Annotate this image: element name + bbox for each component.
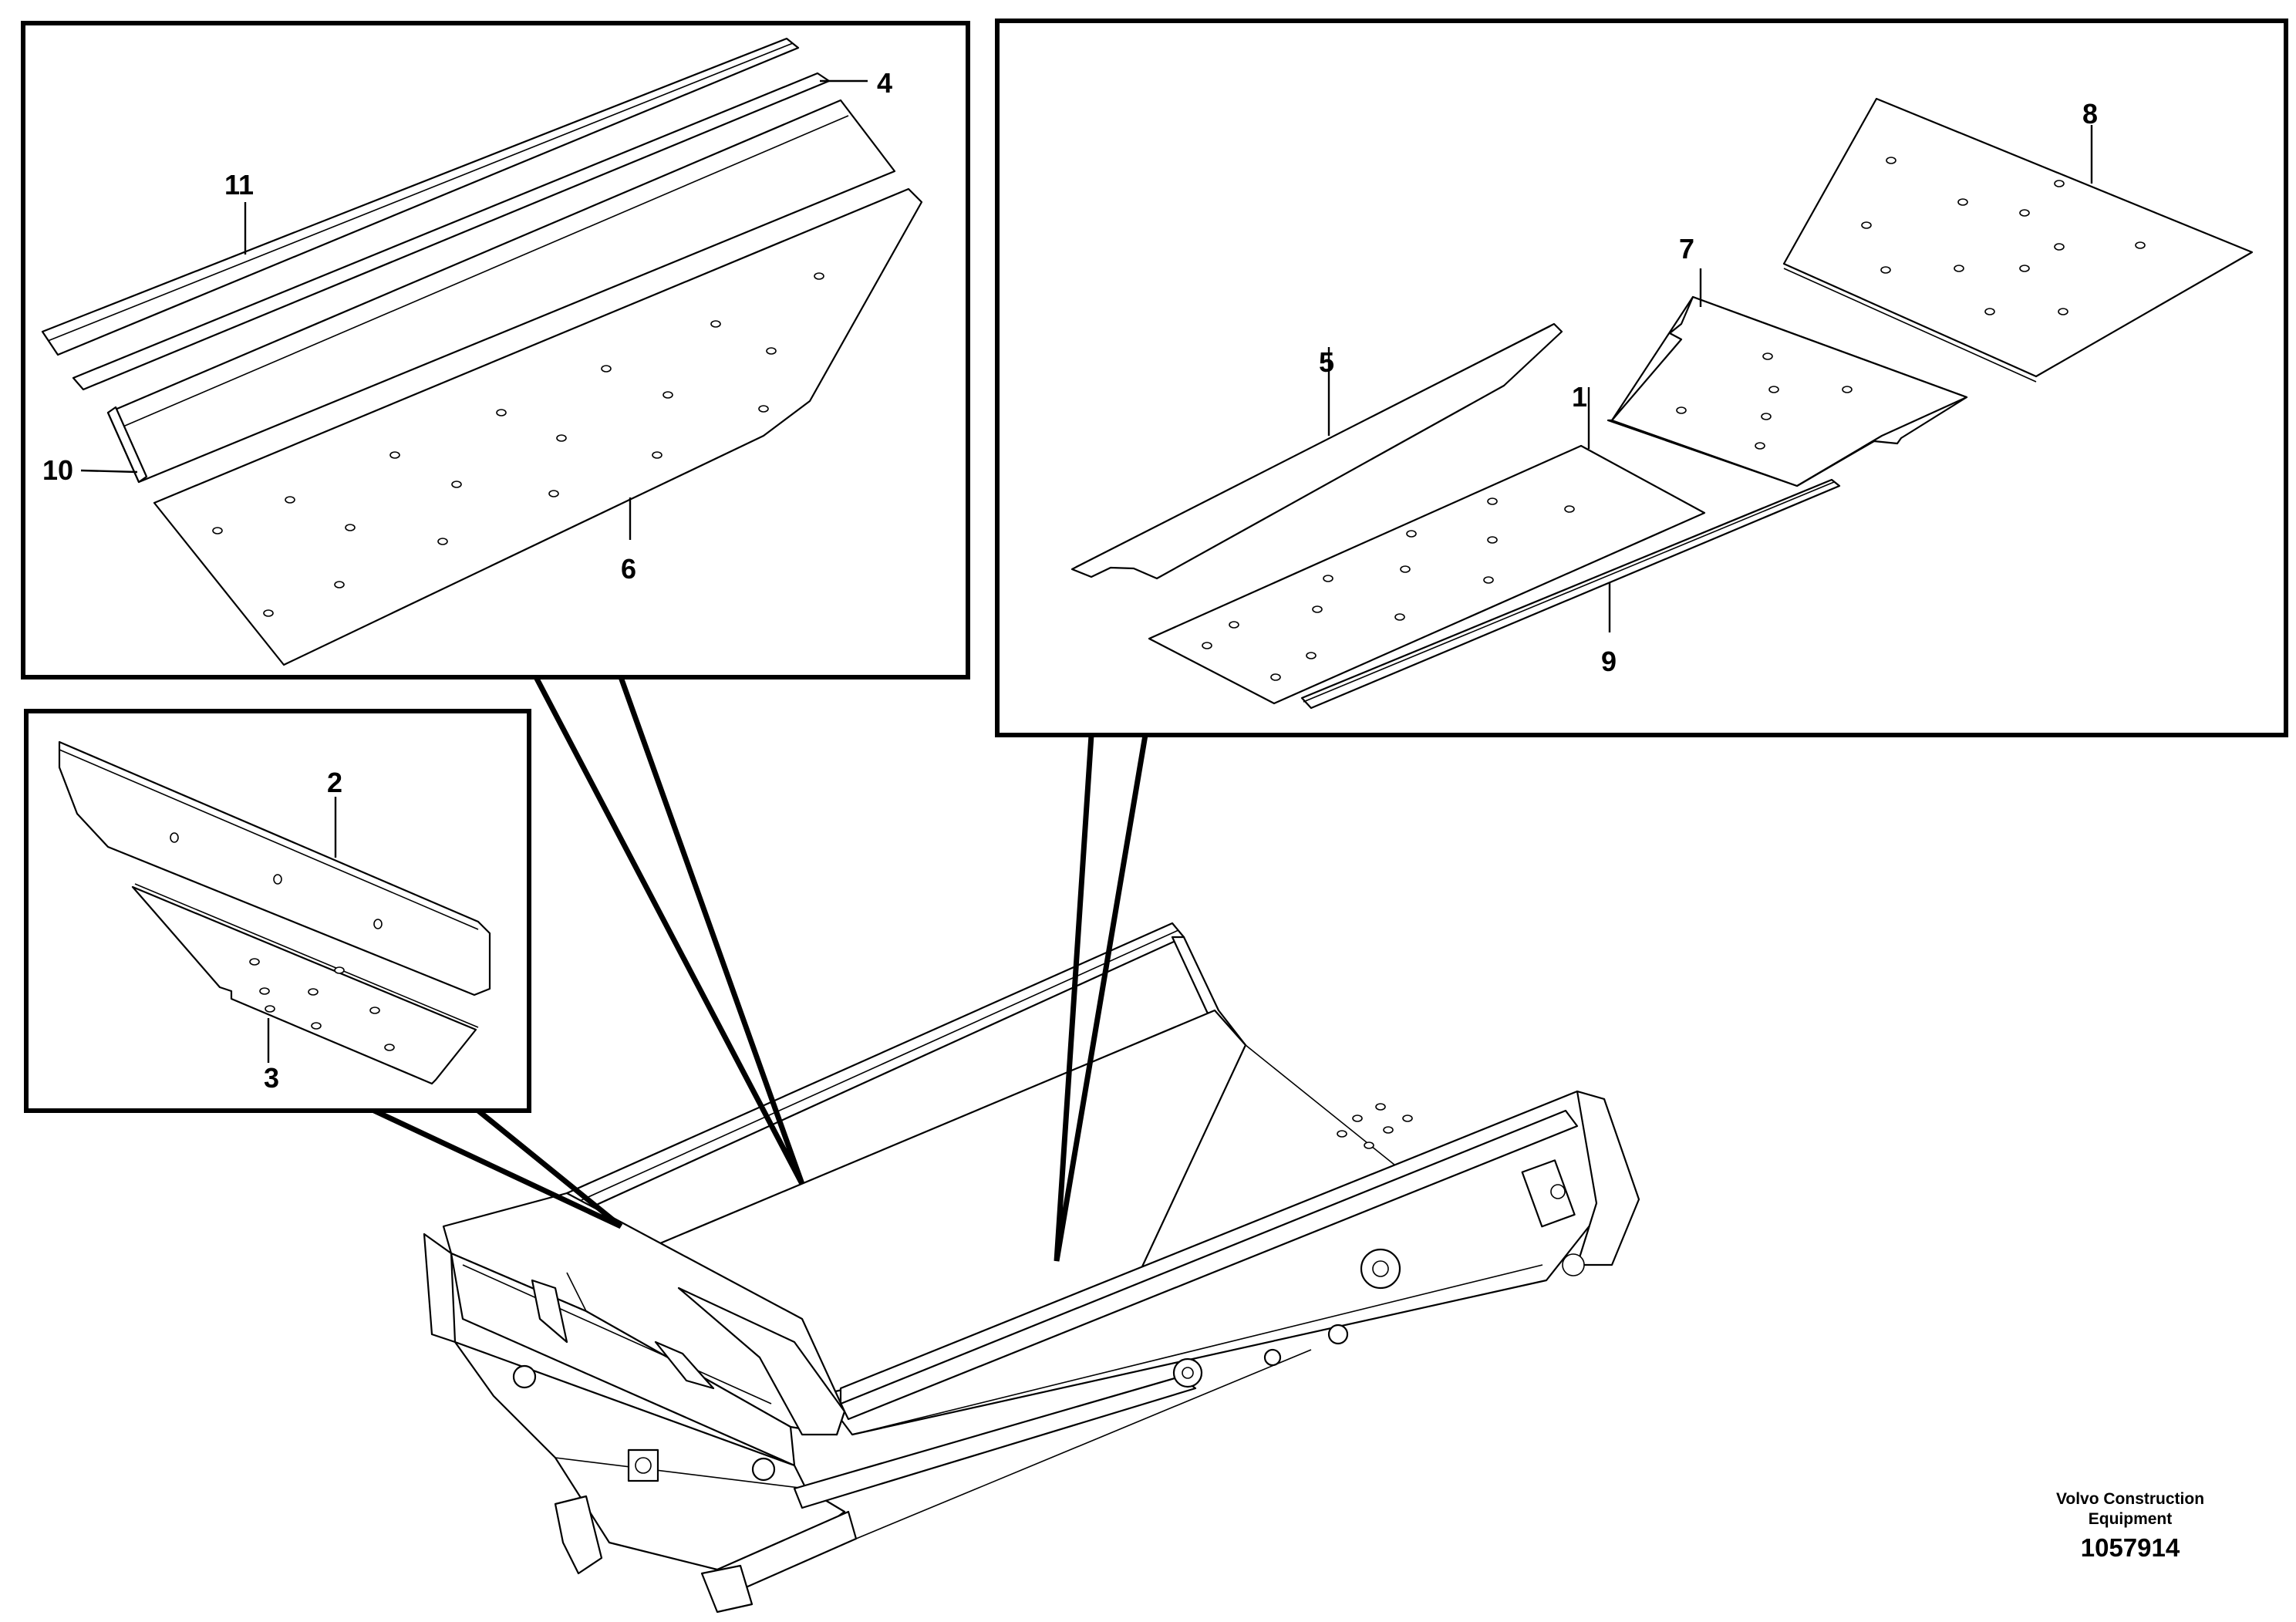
- detail-frame-top-right: [995, 19, 2288, 737]
- callout-7: 7: [1679, 233, 1694, 265]
- callout-6: 6: [621, 553, 636, 585]
- pointer-top-left: [533, 676, 805, 1185]
- detail-frame-left: [24, 709, 531, 1113]
- callout-9: 9: [1601, 646, 1617, 677]
- part-6-plate: [153, 187, 923, 666]
- part-7-plate: [1607, 295, 1968, 487]
- brand-line-2: Equipment: [2089, 1510, 2173, 1528]
- part-10-angle: [106, 99, 896, 484]
- callout-10: 10: [42, 454, 73, 486]
- part-5-angle: [1070, 322, 1563, 580]
- pointer-top-right: [1054, 734, 1148, 1262]
- part-9-strip: [1300, 478, 1841, 710]
- part-2-plate: [58, 740, 491, 996]
- part-3-plate: [131, 883, 479, 1085]
- part-8-plate: [1782, 97, 2254, 383]
- part-11-strip: [41, 37, 800, 356]
- callout-3: 3: [264, 1062, 279, 1094]
- detail-frame-top-left: [21, 21, 970, 679]
- brand-line-1: Volvo Construction: [2056, 1490, 2204, 1508]
- dump-body: [423, 922, 1640, 1614]
- callout-11: 11: [224, 169, 254, 201]
- pointer-left: [373, 1108, 623, 1229]
- callout-8: 8: [2082, 98, 2098, 130]
- callout-1: 1: [1572, 381, 1587, 413]
- callout-4: 4: [877, 67, 892, 99]
- callout-2: 2: [327, 767, 342, 798]
- document-number: 1057914: [2081, 1533, 2180, 1562]
- callout-5: 5: [1319, 346, 1334, 378]
- part-1-plate: [1148, 444, 1706, 705]
